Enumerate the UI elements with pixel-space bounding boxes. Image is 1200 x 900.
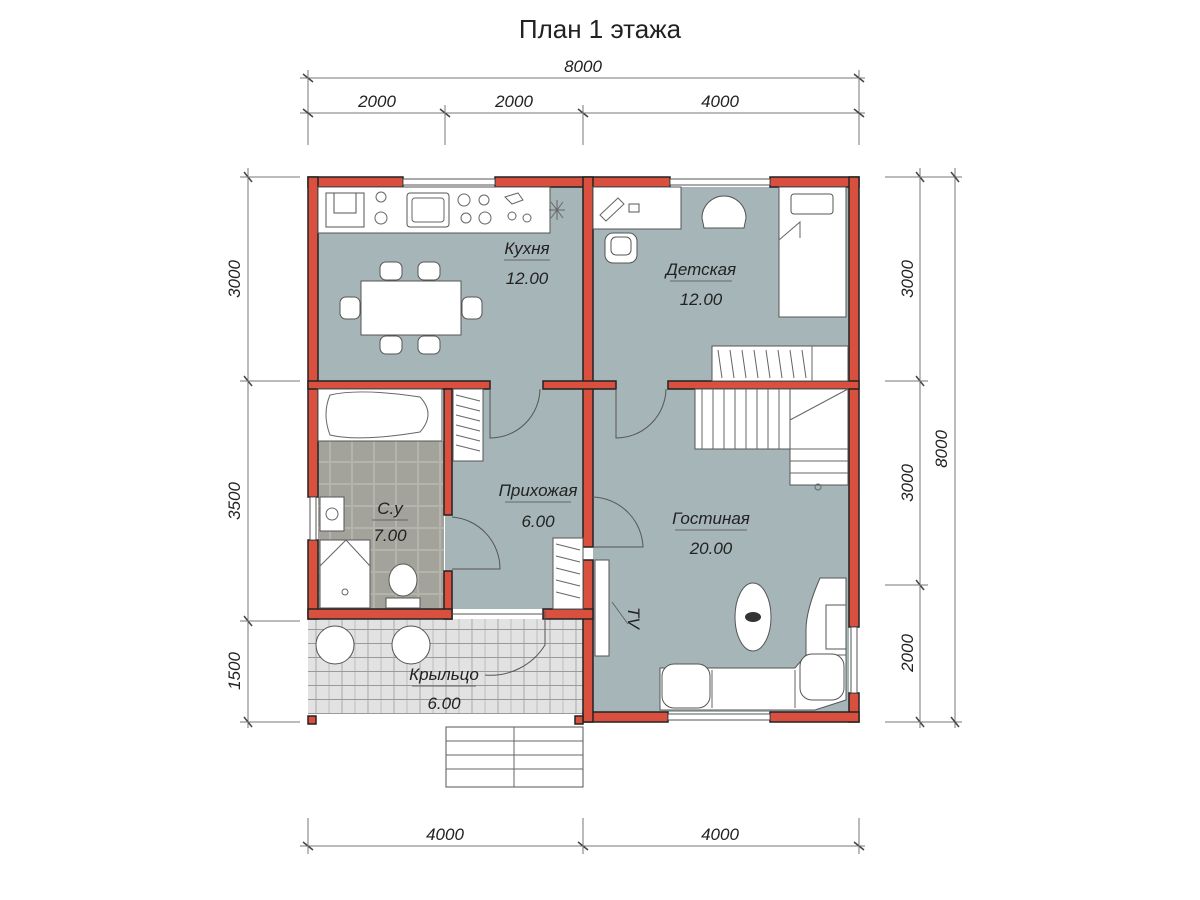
armchair [701,195,747,229]
living-window-right [850,626,858,694]
dim-top-seg-3: 4000 [701,92,739,111]
tv-label: TV [624,607,643,630]
tv-stand [594,559,610,657]
page-title: План 1 этажа [518,14,682,44]
dim-left-seg-2: 3500 [225,482,244,520]
dim-left-seg-3: 1500 [225,652,244,690]
room-name: Детская [664,260,736,279]
room-area: 12.00 [680,290,723,309]
armchair-right [799,653,845,701]
dim-right-seg-1: 3000 [898,260,917,298]
stove-burner-icon [375,191,387,203]
toilet-tank [385,597,421,609]
bathroom-furniture [317,388,443,609]
cooktop-icon [457,193,471,207]
stair-landing [789,388,849,486]
room-area: 20.00 [689,539,733,558]
room-label-hallway: Прихожая 6.00 [499,481,578,531]
hall-living-door-swing [592,496,644,548]
room-name: Прихожая [499,481,578,500]
dim-right-seg-3: 2000 [898,634,917,673]
bathtub [317,388,443,442]
room-label-kitchen: Кухня 12.00 [504,239,550,288]
entrance-door-swing [484,611,546,676]
side-table [825,604,847,650]
dim-bottom-seg-1: 4000 [426,825,464,844]
kitchen-door-swing [489,388,541,439]
toilet-icon [388,563,418,597]
room-label-living: Гостиная 20.00 [672,509,750,558]
room-label-nursery: Детская 12.00 [664,260,736,309]
living-window-bottom [667,713,771,721]
room-name: Гостиная [672,509,750,528]
walls [307,176,860,725]
doors [451,388,667,676]
plant-icon [549,200,565,220]
room-label-bathroom: С.у 7.00 [372,499,408,545]
dining-chair [339,261,483,355]
dim-top-seg-1: 2000 [357,92,396,111]
dim-top-seg-2: 2000 [494,92,533,111]
dimension-top-total: 8000 [300,57,865,145]
windows [309,178,858,721]
room-name: Кухня [504,239,549,258]
dim-right-total: 8000 [932,430,951,468]
porch-deck [308,619,583,714]
porch-chair-left [315,625,355,665]
dimension-right: 3000 3000 2000 8000 [885,168,962,728]
laptop-icon [599,197,625,222]
room-label-porch: Крыльцо 6.00 [409,665,479,713]
porch-chair-right [391,625,431,665]
room-area: 6.00 [427,694,461,713]
nursery-furniture [592,186,849,382]
dimension-bottom-segments: 4000 4000 [300,818,865,854]
dim-right-seg-2: 3000 [898,464,917,502]
kitchen-furniture [317,186,565,355]
hallway-furniture [452,388,584,610]
nursery-window [669,178,771,186]
dim-left-seg-1: 3000 [225,260,244,298]
room-name: Крыльцо [409,665,479,684]
room-area: 6.00 [521,512,555,531]
sink-icon [406,192,450,228]
wardrobe [711,345,849,382]
living-door-swing [615,388,667,439]
room-name: С.у [377,499,404,518]
living-room-furniture: TV [594,388,849,711]
armchair-left [661,663,711,709]
bathroom-door-swing [451,516,501,570]
porch-furniture [315,625,584,788]
washbasin [319,496,345,532]
dimension-left: 3000 3500 1500 [225,168,300,728]
dim-top-total-label: 8000 [564,57,602,76]
dimension-top-segments: 2000 2000 4000 [300,92,865,145]
dim-bottom-seg-2: 4000 [701,825,739,844]
staircase [694,388,791,450]
room-area: 7.00 [373,526,407,545]
bathroom-window [309,496,317,541]
shower-cabin [319,539,371,609]
kitchen-window [402,178,496,186]
dining-table [360,280,462,336]
room-area: 12.00 [506,269,549,288]
